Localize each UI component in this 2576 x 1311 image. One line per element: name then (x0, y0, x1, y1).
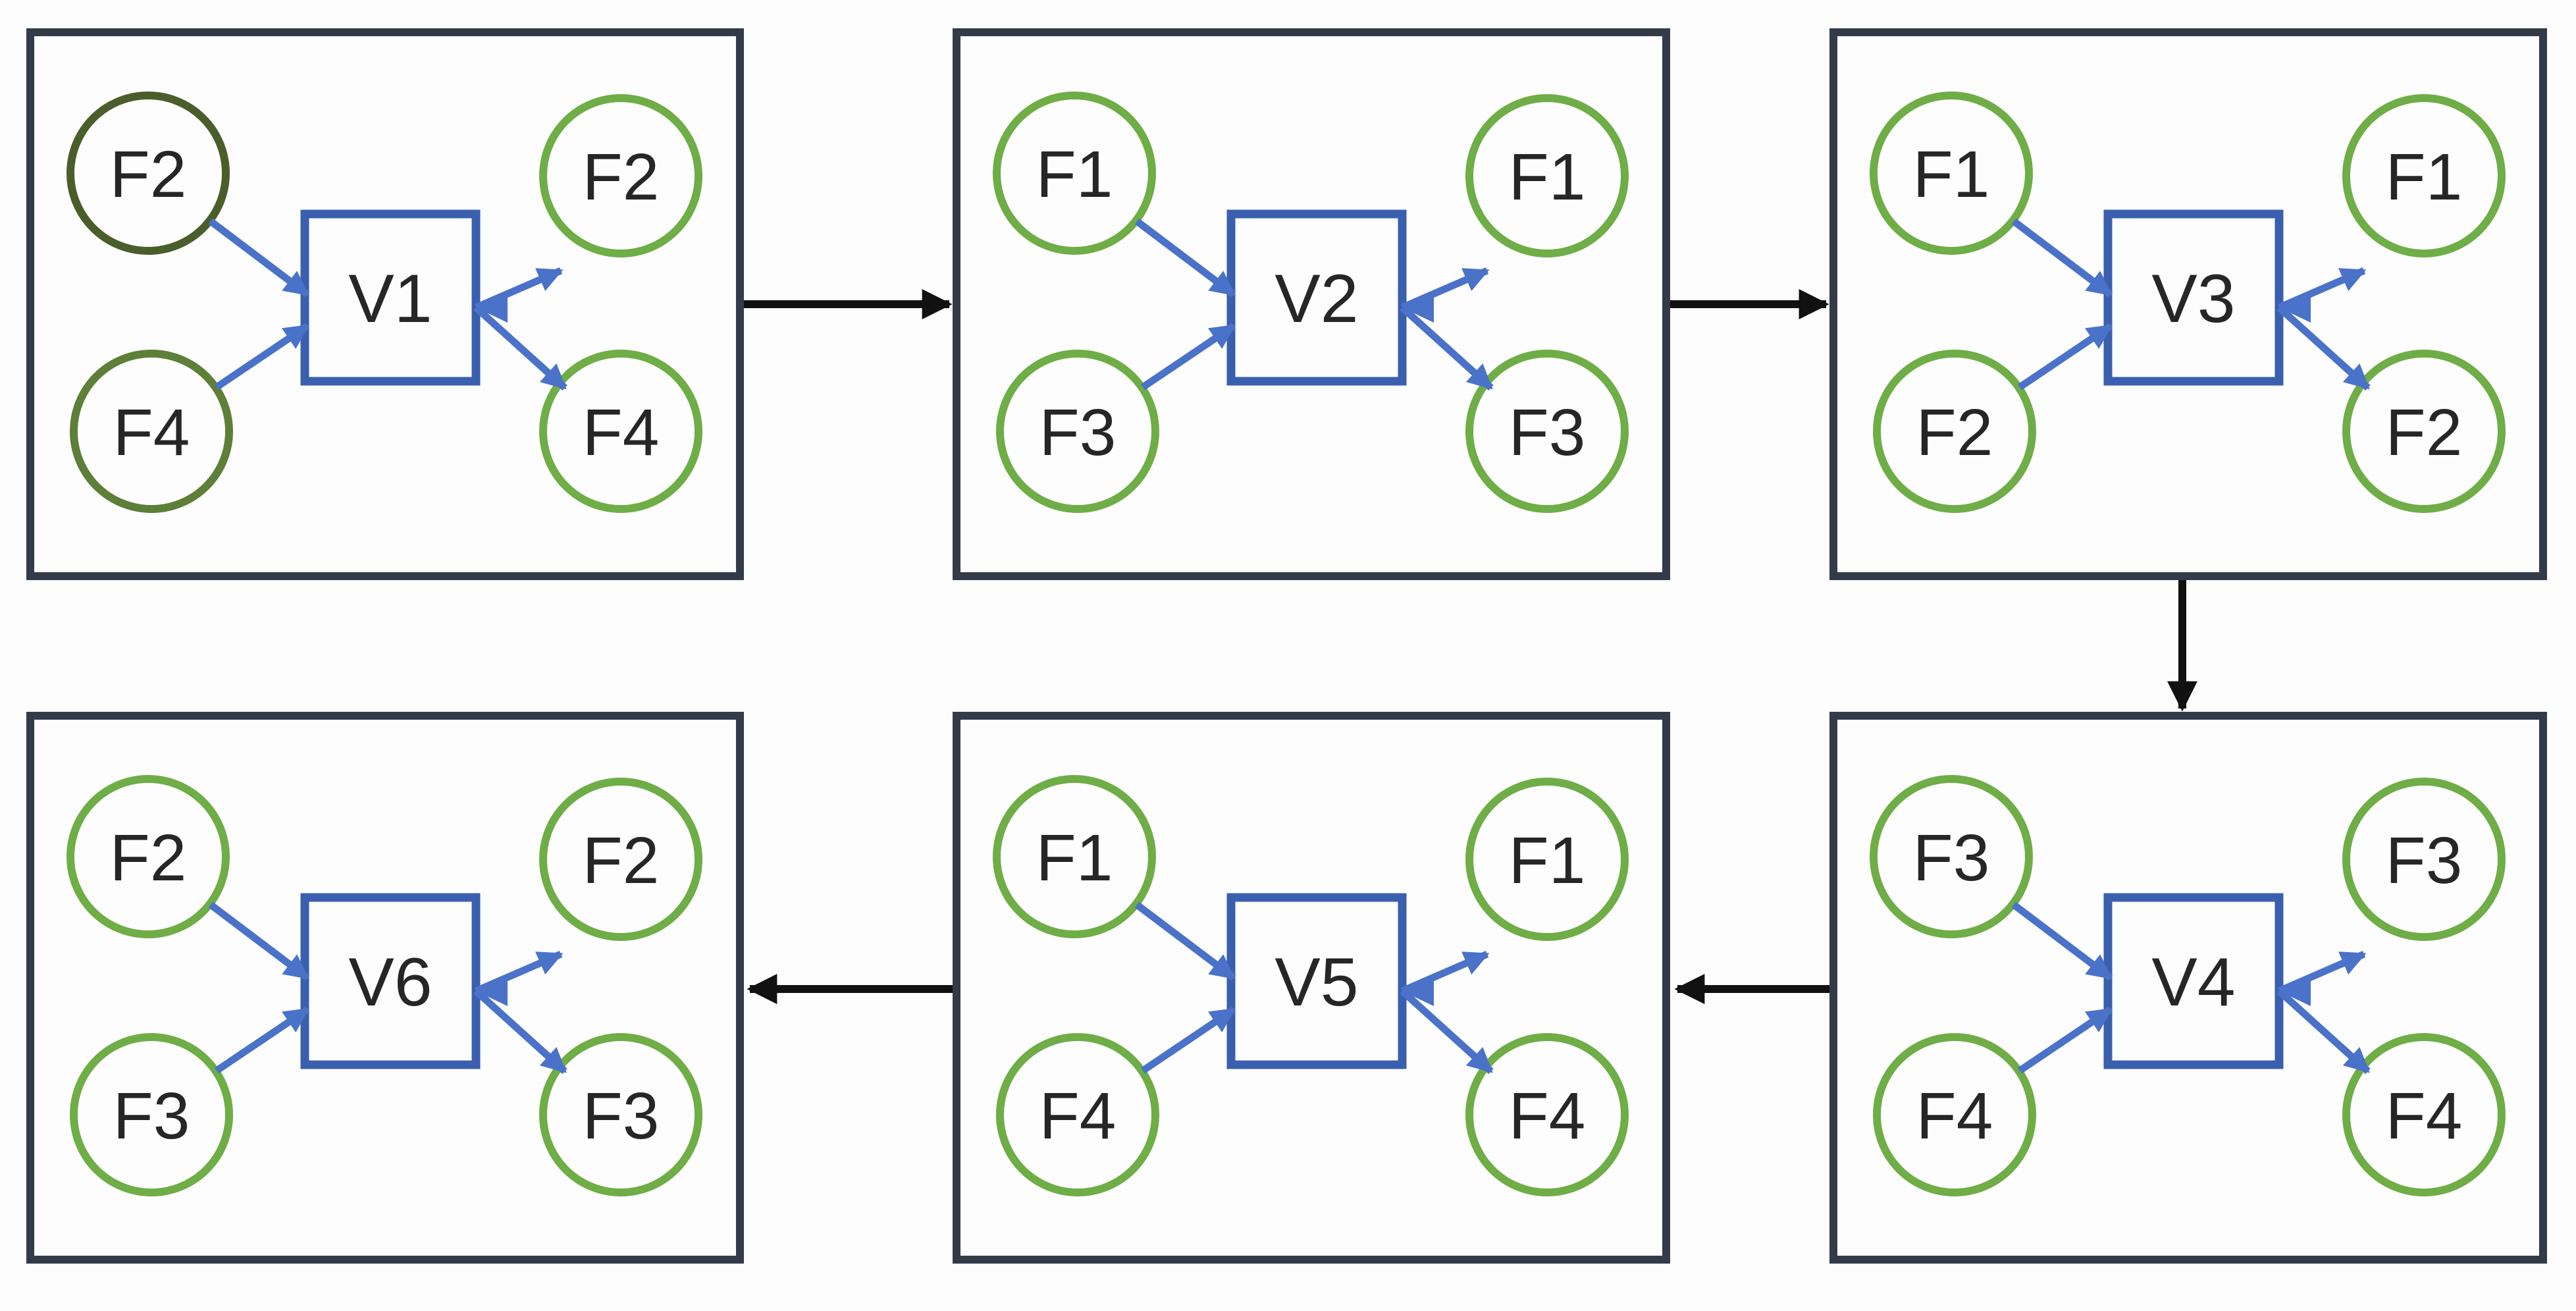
factor-input-bottom (1873, 350, 2036, 513)
factor-label: F1 (1913, 138, 1990, 211)
variable-node (2103, 209, 2284, 386)
factor-label: F4 (583, 396, 660, 469)
factor-output-bottom (1465, 350, 1629, 513)
factor-output-bottom (1465, 1033, 1629, 1196)
variable-node (2103, 893, 2284, 1069)
factor-output-bottom (2342, 1033, 2506, 1196)
factor-label: F2 (110, 138, 187, 211)
edge-output-bottom (1400, 988, 1494, 1075)
edge-input-bottom (2017, 323, 2113, 390)
panel-v6: F2 F3 F2 F3 V6 (26, 712, 744, 1264)
edge-input-bottom (214, 1006, 310, 1074)
factor-label: F2 (583, 140, 660, 214)
edge-output-bottom (2276, 988, 2371, 1075)
factor-input-top (993, 775, 1156, 938)
edge-output-bottom (1400, 304, 1494, 391)
factor-input-bottom (996, 350, 1159, 513)
factor-input-top (993, 92, 1156, 255)
arrowhead-into-node (2279, 976, 2311, 1006)
factor-label: F2 (2386, 396, 2463, 469)
variable-label: V1 (348, 261, 432, 337)
factor-input-top (1870, 92, 2033, 255)
factor-output-top (2342, 778, 2506, 941)
factor-label: F1 (1036, 821, 1113, 895)
factor-output-top (1465, 94, 1629, 257)
factor-label: F2 (1916, 396, 1993, 469)
variable-label: V5 (1275, 944, 1358, 1021)
factor-label: F1 (1036, 138, 1113, 211)
edge-input-bottom (1140, 1006, 1236, 1074)
factor-label: F4 (1039, 1079, 1117, 1153)
variable-label: V2 (1275, 261, 1358, 337)
factor-input-bottom (70, 1033, 233, 1196)
factor-label: F4 (1916, 1079, 1993, 1153)
arrowhead-into-node (1402, 976, 1434, 1006)
variable-node (1226, 893, 1407, 1069)
factor-output-bottom (2342, 350, 2506, 513)
panel-border (953, 28, 1670, 580)
variable-label: V3 (2151, 261, 2235, 337)
edge-input-top (208, 218, 310, 298)
factor-label: F4 (113, 396, 190, 469)
panel-v4: F3 F4 F3 F4 V4 (1829, 712, 2547, 1264)
factor-output-top (539, 94, 702, 257)
variable-node (1226, 209, 1407, 386)
panel-border (26, 28, 744, 580)
factor-input-bottom (996, 1033, 1159, 1196)
factor-input-top (1870, 775, 2033, 938)
factor-output-top (1465, 778, 1629, 941)
factor-label: F4 (2386, 1079, 2463, 1153)
edge-input-bottom (2017, 1006, 2113, 1074)
panel-v2: F1 F3 F1 F3 V2 (953, 28, 1670, 580)
factor-label: F1 (2386, 140, 2463, 214)
edge-input-top (1134, 218, 1236, 298)
factor-output-top (539, 778, 702, 941)
factor-label: F3 (1039, 396, 1117, 469)
edge-input-top (208, 901, 310, 981)
factor-output-bottom (539, 350, 702, 513)
factor-input-top (66, 775, 230, 938)
factor-label: F2 (583, 824, 660, 897)
panel-border (953, 712, 1670, 1264)
factor-label: F3 (1913, 821, 1990, 895)
factor-input-bottom (70, 350, 233, 513)
panel-border (1829, 28, 2547, 580)
variable-label: V6 (348, 944, 432, 1021)
edge-input-top (1134, 901, 1236, 981)
edge-output-bottom (2276, 304, 2371, 391)
factor-label: F4 (1509, 1079, 1586, 1153)
factor-label: F3 (113, 1079, 190, 1153)
edge-input-top (2011, 901, 2113, 981)
arrowhead-into-node (1402, 292, 1434, 323)
panel-v5: F1 F4 F1 F4 V5 (953, 712, 1670, 1264)
panel-border (1829, 712, 2547, 1264)
panel-border (26, 712, 744, 1264)
arrowhead-into-node (476, 292, 508, 323)
edge-output-bottom (473, 988, 567, 1075)
factor-label: F1 (1509, 824, 1586, 897)
panel-v3: F1 F2 F1 F2 V3 (1829, 28, 2547, 580)
factor-output-bottom (539, 1033, 702, 1196)
edge-input-bottom (1140, 323, 1236, 390)
arrowhead-into-node (2279, 292, 2311, 323)
edge-input-top (2011, 218, 2113, 298)
variable-node (300, 893, 481, 1069)
factor-label: F3 (1509, 396, 1586, 469)
edge-output-bottom (473, 304, 567, 391)
factor-label: F2 (110, 821, 187, 895)
variable-label: V4 (2151, 944, 2235, 1021)
variable-node (300, 209, 481, 386)
factor-label: F3 (2386, 824, 2463, 897)
factor-label: F3 (583, 1079, 660, 1153)
factor-input-top (66, 92, 230, 255)
factor-input-bottom (1873, 1033, 2036, 1196)
factor-label: F1 (1509, 140, 1586, 214)
edge-input-bottom (214, 323, 310, 390)
panel-v1: F2 F4 F2 F4 V1 (26, 28, 744, 580)
factor-output-top (2342, 94, 2506, 257)
arrowhead-into-node (476, 976, 508, 1006)
